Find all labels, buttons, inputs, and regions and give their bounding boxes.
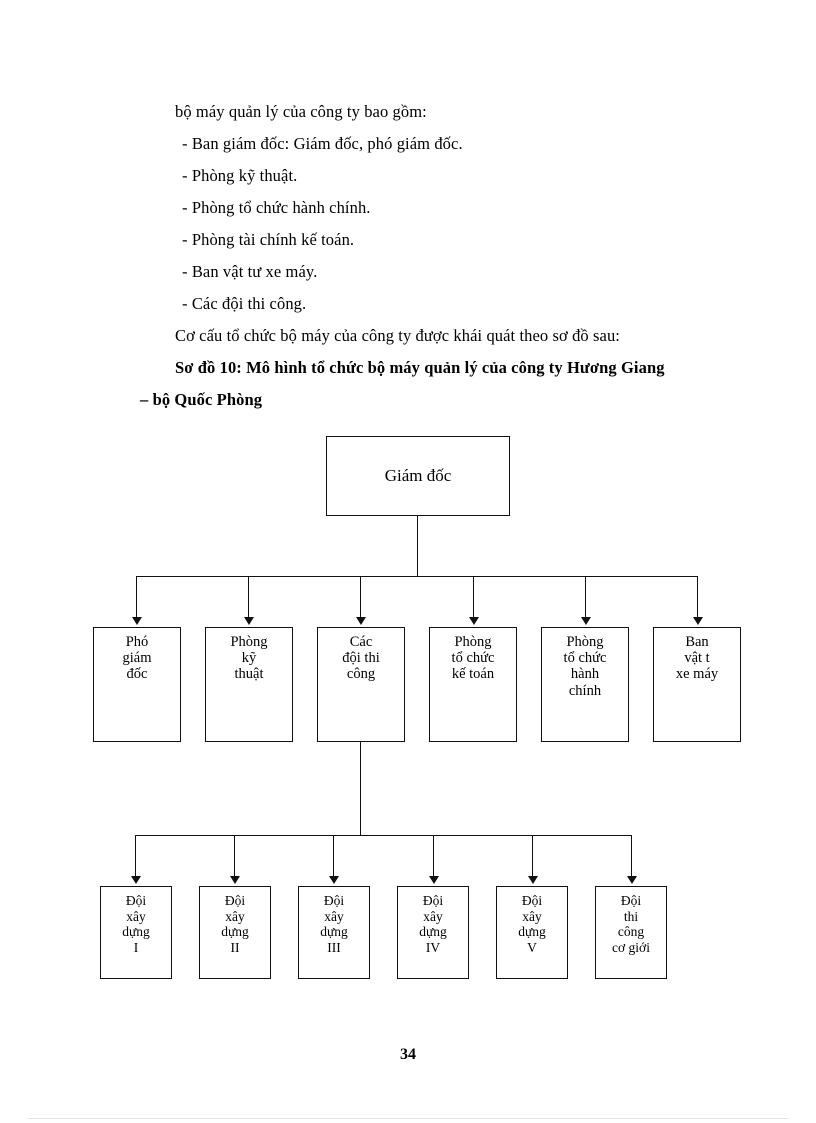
org-node-label: Phòng kỹ thuật	[230, 634, 268, 683]
arrowhead-l2-3-icon	[356, 617, 366, 625]
list-item-ban-vat-tu-xe-may: - Ban vật tư xe máy.	[182, 262, 318, 281]
org-node-label: Đội xây dựng V	[518, 893, 546, 955]
arrowhead-l3-6-icon	[627, 876, 637, 884]
list-item-cac-doi-thi-cong: - Các đội thi công.	[182, 294, 307, 313]
page-number: 34	[400, 1046, 416, 1063]
org-node-label: Đội xây dựng I	[122, 893, 150, 955]
org-node-ban-vat-tu-xe-may: Ban vật t xe máy	[653, 627, 741, 742]
connector-drop-l2-3	[360, 576, 362, 619]
arrowhead-l3-3-icon	[329, 876, 339, 884]
connector-drop-l2-1	[136, 576, 138, 619]
org-node-label: Phòng tổ chức hành chính	[563, 634, 607, 699]
org-node-label: Đội thi công cơ giới	[612, 893, 650, 955]
list-item-phong-ky-thuat: - Phòng kỹ thuật.	[182, 166, 298, 185]
arrowhead-l3-5-icon	[528, 876, 538, 884]
arrowhead-l2-1-icon	[132, 617, 142, 625]
connector-drop-l3-4	[433, 835, 435, 878]
org-node-label: Phòng tổ chức kế toán	[451, 634, 495, 683]
org-node-phong-ky-thuat: Phòng kỹ thuật	[205, 627, 293, 742]
connector-drop-l2-2	[248, 576, 250, 619]
org-node-doi-xay-dung-3: Đội xây dựng III	[298, 886, 370, 979]
org-node-pho-giam-doc: Phó giám đốc	[93, 627, 181, 742]
org-node-doi-xay-dung-5: Đội xây dựng V	[496, 886, 568, 979]
arrowhead-l2-5-icon	[581, 617, 591, 625]
arrowhead-l3-1-icon	[131, 876, 141, 884]
connector-drop-l3-5	[532, 835, 534, 878]
org-node-phong-to-chuc-ke-toan: Phòng tổ chức kế toán	[429, 627, 517, 742]
arrowhead-l2-2-icon	[244, 617, 254, 625]
org-node-label: Phó giám đốc	[122, 634, 152, 683]
paragraph-co-cau: Cơ cấu tổ chức bộ máy của công ty được k…	[175, 326, 620, 345]
org-node-doi-thi-cong-co-gioi: Đội thi công cơ giới	[595, 886, 667, 979]
connector-drop-l2-6	[697, 576, 699, 619]
connector-level3-trunk	[360, 742, 362, 836]
org-node-doi-xay-dung-4: Đội xây dựng IV	[397, 886, 469, 979]
org-node-phong-to-chuc-hanh-chinh: Phòng tổ chức hành chính	[541, 627, 629, 742]
arrowhead-l2-4-icon	[469, 617, 479, 625]
body-text-block: bộ máy quản lý của công ty bao gồm: - Ba…	[140, 102, 760, 424]
org-node-label: Đội xây dựng II	[221, 893, 249, 955]
list-item-ban-giam-doc: - Ban giám đốc: Giám đốc, phó giám đốc.	[182, 134, 463, 153]
org-node-doi-xay-dung-1: Đội xây dựng I	[100, 886, 172, 979]
paragraph-intro: bộ máy quản lý của công ty bao gồm:	[175, 102, 427, 121]
figure-caption-line-2: – bộ Quốc Phòng	[140, 390, 263, 409]
org-node-cac-doi-thi-cong: Các đội thi công	[317, 627, 405, 742]
arrowhead-l3-4-icon	[429, 876, 439, 884]
org-node-doi-xay-dung-2: Đội xây dựng II	[199, 886, 271, 979]
org-node-root-label: Giám đốc	[384, 466, 452, 486]
connector-root-trunk	[417, 516, 419, 577]
connector-drop-l3-1	[135, 835, 137, 878]
arrowhead-l3-2-icon	[230, 876, 240, 884]
connector-drop-l3-3	[333, 835, 335, 878]
connector-drop-l3-6	[631, 835, 633, 878]
connector-level3-bus	[135, 835, 632, 837]
connector-drop-l2-5	[585, 576, 587, 619]
org-node-root: Giám đốc	[326, 436, 510, 516]
org-node-label: Đội xây dựng III	[320, 893, 348, 955]
arrowhead-l2-6-icon	[693, 617, 703, 625]
org-node-label: Ban vật t xe máy	[675, 634, 719, 683]
list-item-phong-tai-chinh-ke-toan: - Phòng tài chính kế toán.	[182, 230, 355, 249]
connector-drop-l2-4	[473, 576, 475, 619]
list-item-phong-to-chuc-hanh-chinh: - Phòng tổ chức hành chính.	[182, 198, 371, 217]
connector-drop-l3-2	[234, 835, 236, 878]
footer-rule	[28, 1118, 788, 1119]
connector-level2-bus	[136, 576, 698, 578]
org-node-label: Các đội thi công	[342, 634, 380, 683]
figure-caption-line-1: Sơ đồ 10: Mô hình tổ chức bộ máy quản lý…	[175, 358, 665, 377]
org-node-label: Đội xây dựng IV	[419, 893, 447, 955]
